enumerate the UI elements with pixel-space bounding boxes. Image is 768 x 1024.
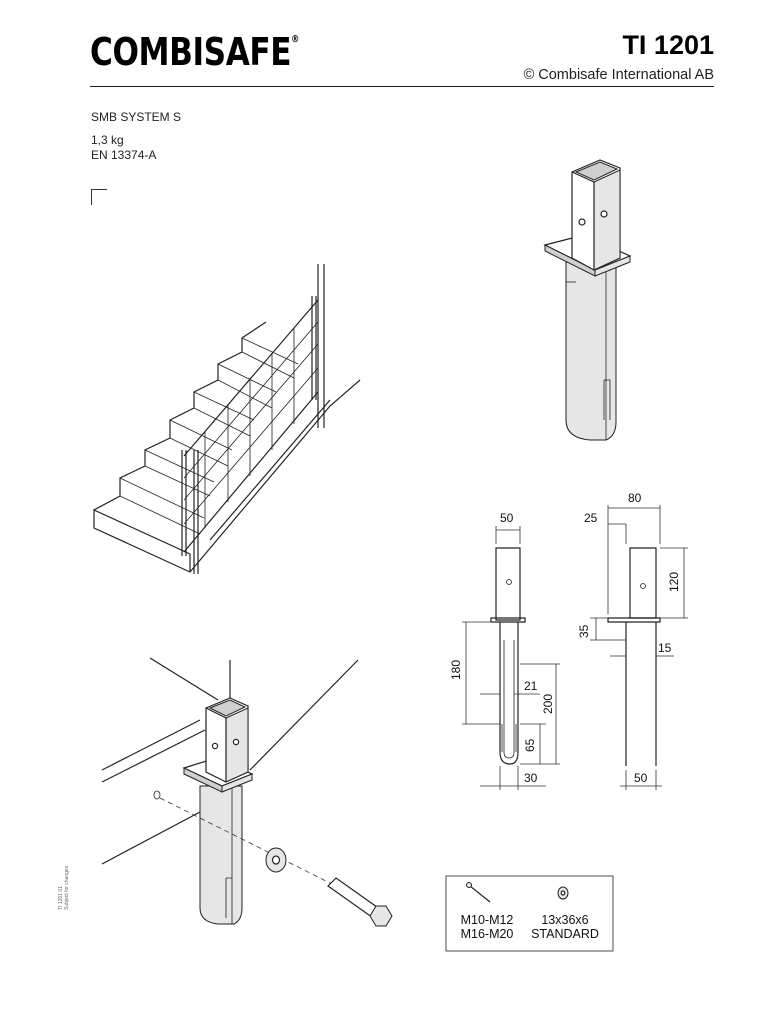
accessory-box bbox=[445, 875, 614, 952]
bolt-sizes: M10-M12 M16-M20 bbox=[460, 913, 514, 941]
dim-side-base: 50 bbox=[634, 771, 648, 785]
dim-side-tab: 15 bbox=[658, 641, 672, 655]
crop-corner-mark bbox=[91, 189, 107, 205]
washer-icon bbox=[557, 886, 569, 900]
bolt-icon bbox=[466, 882, 491, 903]
dim-front-total: 200 bbox=[541, 694, 555, 714]
dim-front-height: 180 bbox=[449, 660, 463, 680]
staircase-with-guardrail-illustration bbox=[93, 264, 361, 574]
header-divider bbox=[90, 86, 714, 87]
dim-side-head: 120 bbox=[667, 572, 681, 592]
document-number: TI 1201 bbox=[622, 30, 714, 60]
installation-drawing bbox=[101, 657, 393, 927]
dim-side-plate: 35 bbox=[577, 624, 591, 638]
dim-side-offset: 25 bbox=[584, 511, 598, 525]
bracket-isometric-drawing bbox=[543, 159, 632, 441]
front-view-drawing bbox=[462, 526, 560, 790]
company-logo: COMBISAFE® bbox=[90, 30, 299, 74]
product-name: SMB SYSTEM S bbox=[91, 110, 182, 124]
product-standard: EN 13374-A bbox=[91, 148, 157, 162]
washer-sizes: 13x36x6 STANDARD bbox=[531, 913, 599, 941]
dim-front-base: 30 bbox=[524, 771, 538, 785]
dim-front-bottom: 65 bbox=[523, 738, 537, 752]
copyright-text: © Combisafe International AB bbox=[523, 67, 714, 83]
dim-front-slot: 21 bbox=[524, 679, 538, 693]
dim-side-width: 80 bbox=[628, 491, 642, 505]
side-view-drawing bbox=[590, 505, 688, 790]
dim-front-top: 50 bbox=[500, 511, 514, 525]
product-weight: 1,3 kg bbox=[91, 133, 124, 147]
